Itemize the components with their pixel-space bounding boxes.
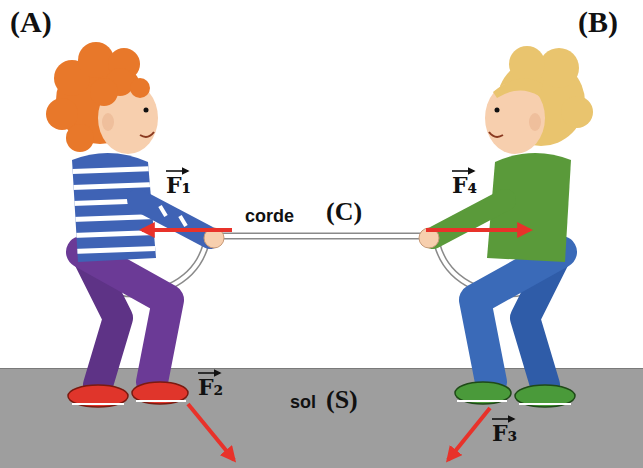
force-f2-arrow — [188, 404, 234, 460]
child-b — [419, 46, 593, 407]
figure-letter: (A) — [10, 4, 52, 40]
force-f1-arrow — [142, 228, 232, 232]
part-name: corde — [245, 206, 294, 228]
child-a — [46, 42, 224, 407]
force-label: F₁ — [166, 172, 191, 198]
figure-letter: (B) — [578, 4, 618, 40]
rope — [212, 236, 431, 237]
force-label: F₄ — [452, 172, 477, 198]
force-f4-arrow — [426, 228, 530, 232]
force-vectors — [142, 230, 530, 460]
force-label: F₃ — [492, 420, 517, 446]
vector-signs — [166, 171, 514, 419]
part-letter: (C) — [326, 196, 362, 227]
part-letter: (S) — [326, 384, 358, 415]
force-f3-arrow — [448, 408, 490, 460]
part-name: sol — [290, 392, 316, 414]
force-label: F₂ — [198, 374, 223, 400]
